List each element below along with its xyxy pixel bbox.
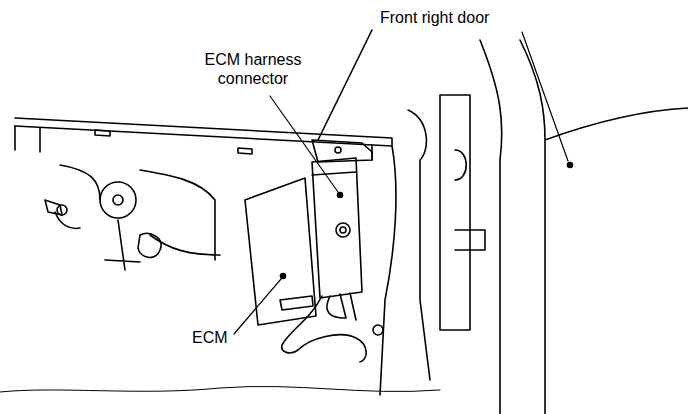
pipe	[60, 165, 220, 260]
fitting	[45, 200, 80, 228]
ecm-tab	[280, 296, 313, 310]
leader-dot	[568, 163, 573, 168]
bracket-bolt	[335, 147, 341, 153]
mechanism	[113, 195, 123, 205]
clip	[373, 325, 383, 335]
connector-edge	[312, 172, 356, 175]
grommet	[138, 233, 161, 257]
dash-rail-edge	[15, 126, 372, 160]
connector-bolt	[336, 223, 350, 237]
leader-line	[270, 96, 338, 192]
stay	[105, 220, 140, 270]
pillar-edge	[380, 146, 396, 395]
leader-line	[522, 32, 568, 161]
door-edge	[480, 40, 502, 414]
ecm-label: ECM	[192, 328, 228, 347]
floor	[0, 386, 440, 392]
leader-line	[234, 279, 281, 334]
harness-connector	[312, 158, 362, 298]
door-hinge	[455, 150, 466, 180]
cable-strands	[327, 293, 356, 320]
connector-bolt	[340, 227, 346, 233]
trim-edge	[318, 30, 372, 140]
fitting	[57, 205, 67, 215]
door-check	[455, 230, 485, 250]
door-seal	[440, 95, 470, 330]
ecm-unit	[245, 178, 316, 325]
rail-slot	[95, 130, 252, 154]
leader-dot	[281, 274, 286, 279]
leader-dot	[338, 193, 343, 198]
mechanism	[100, 182, 136, 218]
pillar-trim	[408, 110, 430, 380]
door-label: Front right door	[380, 8, 489, 27]
connector-label: ECM harness connector	[196, 50, 310, 88]
